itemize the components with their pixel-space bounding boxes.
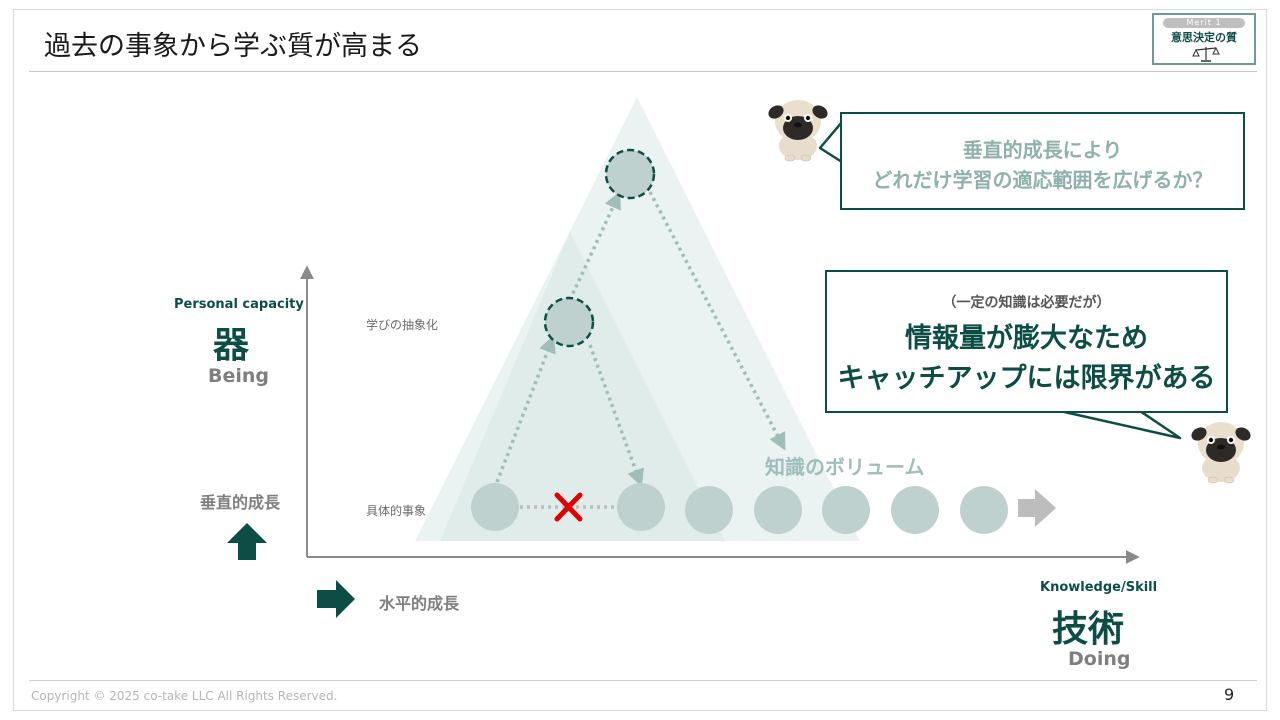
continue-arrow-icon	[1018, 489, 1056, 527]
callout-knowledge-limit: （一定の知識は必要だが） 情報量が膨大なため キャッチアップには限界がある	[825, 270, 1228, 413]
merit-label: 意思決定の質	[1171, 31, 1237, 44]
concrete-events-label: 具体的事象	[366, 504, 427, 518]
callout-bottom-sub: （一定の知識は必要だが）	[942, 295, 1111, 311]
y-axis-subtitle: Personal capacity	[174, 297, 304, 312]
callout-bottom-line-2: キャッチアップには限界がある	[837, 363, 1216, 394]
event-circle	[891, 486, 939, 534]
page-number: 9	[1224, 685, 1235, 704]
y-axis-english: Being	[208, 365, 270, 387]
up-arrow-icon	[227, 523, 267, 560]
cross-icon	[554, 492, 583, 522]
abstraction-circle-mid	[543, 296, 595, 348]
x-axis-subtitle: Knowledge/Skill	[1040, 580, 1158, 595]
copyright-text: Copyright © 2025 co-take LLC All Rights …	[31, 689, 338, 703]
x-axis-english: Doing	[1068, 648, 1131, 670]
merit-tag: Merit 1	[1163, 18, 1245, 28]
balance-scale-icon	[1192, 46, 1220, 62]
knowledge-triangle-small	[440, 232, 725, 541]
event-circle	[471, 483, 519, 531]
pug-mascot-icon	[768, 100, 828, 162]
y-axis-title: 器	[213, 325, 250, 366]
path-mid-to-top	[568, 191, 621, 301]
slide-title: 過去の事象から学ぶ質が高まる	[44, 31, 422, 62]
path-top-to-volume	[648, 191, 786, 451]
path-concrete-to-mid	[495, 335, 556, 483]
event-circle	[960, 486, 1008, 534]
horizontal-growth-label: 水平的成長	[379, 594, 460, 613]
pug-mascot-icon	[1191, 422, 1251, 484]
abstraction-label: 学びの抽象化	[366, 318, 439, 332]
title-divider	[29, 71, 1257, 72]
callout-bottom-tail	[1058, 409, 1182, 440]
knowledge-volume-label: 知識のボリューム	[765, 455, 925, 479]
footer-divider	[29, 680, 1257, 681]
event-circle	[822, 486, 870, 534]
callout-top-line-2: どれだけ学習の適応範囲を広げるか？	[872, 168, 1213, 192]
event-circle	[754, 486, 802, 534]
right-arrow-icon	[317, 580, 355, 618]
callout-top-tail	[818, 120, 844, 164]
abstraction-circle-top	[604, 148, 656, 200]
merit-badge: Merit 1 意思決定の質	[1152, 13, 1256, 65]
event-circle	[617, 483, 665, 531]
event-circle	[685, 486, 733, 534]
x-axis-title: 技術	[1052, 609, 1125, 650]
callout-vertical-growth: 垂直的成長により どれだけ学習の適応範囲を広げるか？	[840, 112, 1245, 210]
path-mid-to-concrete	[588, 344, 645, 487]
callout-bottom-line-1: 情報量が膨大なため	[905, 323, 1148, 354]
vertical-growth-label: 垂直的成長	[200, 493, 281, 512]
callout-top-line-1: 垂直的成長により	[962, 138, 1123, 162]
